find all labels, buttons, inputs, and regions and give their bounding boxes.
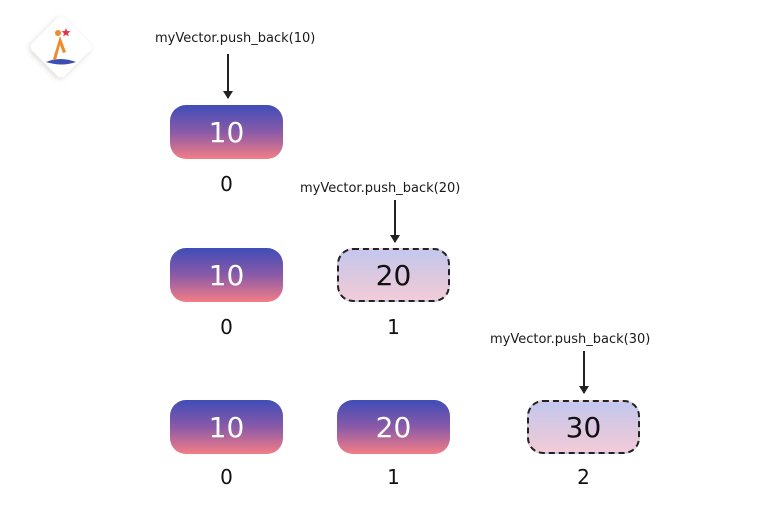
insert-arrow: [223, 54, 233, 99]
cell-index: 1: [387, 465, 400, 489]
vector-cell-new: 30: [527, 400, 640, 454]
cell-index: 0: [220, 172, 233, 196]
vector-cell: 10: [170, 248, 283, 302]
vector-cell: 20: [337, 400, 450, 454]
brand-logo: [20, 12, 108, 92]
insert-arrow: [390, 200, 400, 243]
cell-index: 0: [220, 315, 233, 339]
vector-cell: 10: [170, 400, 283, 454]
insert-arrow: [579, 351, 589, 394]
vector-cell-new: 20: [337, 248, 450, 302]
cell-index: 1: [387, 315, 400, 339]
push-back-call-label: myVector.push_back(30): [490, 332, 651, 347]
vector-cell: 10: [170, 105, 283, 159]
cell-index: 2: [577, 465, 590, 489]
push-back-call-label: myVector.push_back(10): [155, 31, 316, 46]
push-back-call-label: myVector.push_back(20): [300, 181, 461, 196]
figure-with-star-logo-icon: [30, 16, 92, 78]
cell-index: 0: [220, 465, 233, 489]
